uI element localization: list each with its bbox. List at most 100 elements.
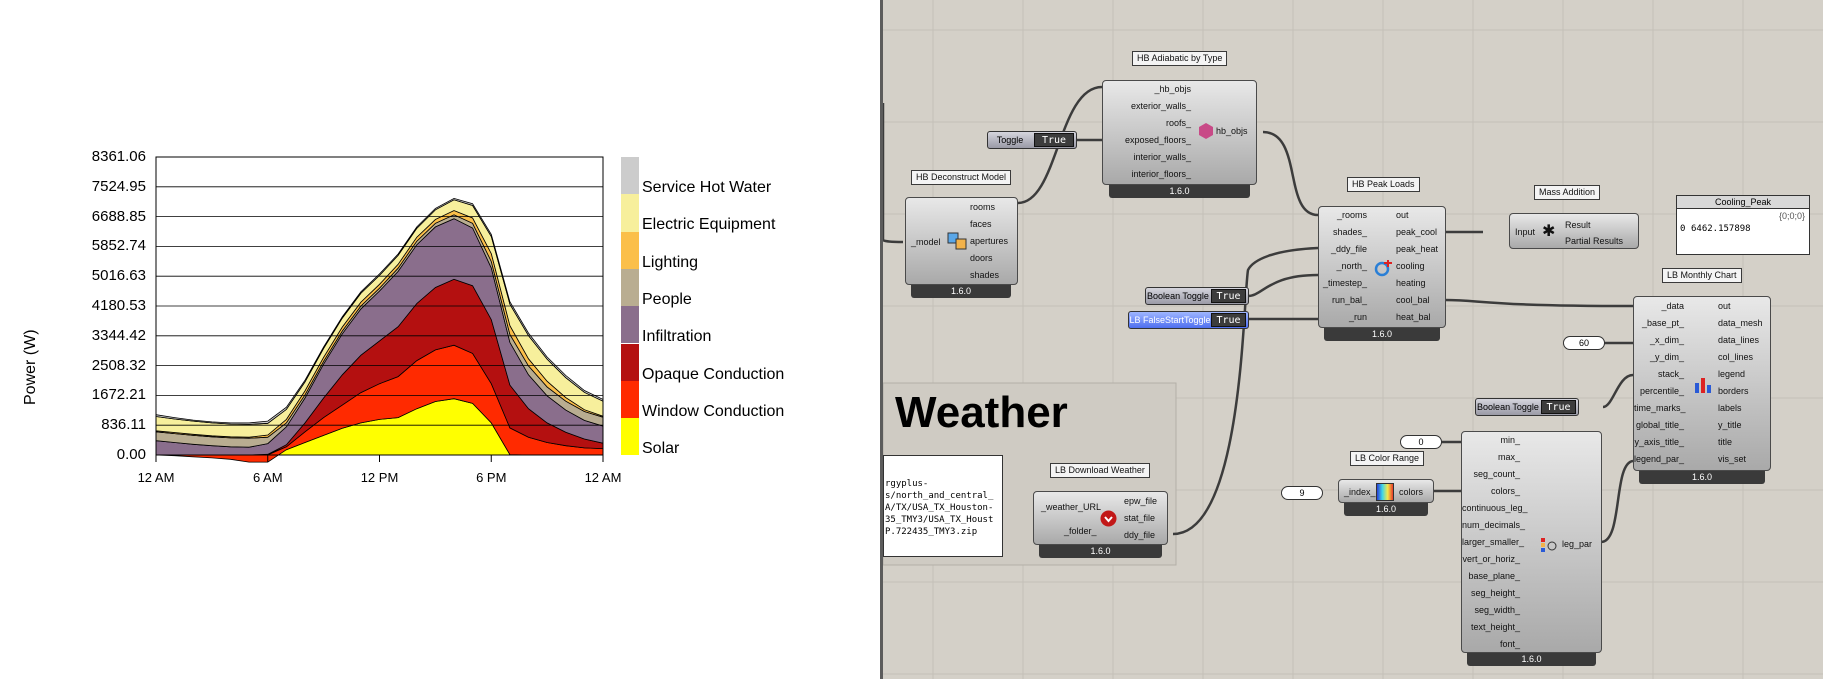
- weather-url-panel[interactable]: rgyplus-s/north_and_central_A/TX/USA_TX_…: [883, 455, 1003, 557]
- output-result[interactable]: Result: [1565, 220, 1591, 230]
- output-ddy-file[interactable]: ddy_file: [1124, 530, 1156, 540]
- input-text-height[interactable]: text_height_: [1470, 622, 1520, 632]
- output-faces[interactable]: faces: [970, 219, 992, 229]
- input-exterior-walls[interactable]: exterior_walls_: [1130, 101, 1191, 111]
- output-leg-par[interactable]: leg_par: [1562, 539, 1593, 549]
- input-weather-url[interactable]: _weather_URL: [1041, 502, 1102, 512]
- cooling-peak-panel[interactable]: Cooling_Peak {0;0;0} 0 6462.157898: [1676, 195, 1810, 255]
- input-x-dim[interactable]: _x_dim_: [1649, 335, 1684, 345]
- output-shades[interactable]: shades: [970, 270, 1000, 280]
- input-continuous-leg[interactable]: continuous_leg_: [1462, 503, 1528, 513]
- viewport-divider[interactable]: [880, 0, 883, 679]
- toggle-value[interactable]: True: [1211, 313, 1246, 327]
- input-exposed-floors[interactable]: exposed_floors_: [1124, 135, 1191, 145]
- output-peak-cool[interactable]: peak_cool: [1396, 227, 1438, 237]
- input-base-plane[interactable]: base_plane_: [1468, 571, 1520, 581]
- input-timestep[interactable]: _timestep_: [1322, 278, 1367, 288]
- output-data-mesh[interactable]: data_mesh: [1718, 318, 1763, 328]
- output-labels[interactable]: labels: [1718, 403, 1742, 413]
- input-run-bal[interactable]: run_bal_: [1331, 295, 1367, 305]
- input-max[interactable]: max_: [1497, 452, 1520, 462]
- y-tick-label: 4180.53: [91, 297, 146, 314]
- output-apertures[interactable]: apertures: [970, 236, 1009, 246]
- input-north[interactable]: _north_: [1336, 261, 1367, 271]
- output-heating[interactable]: heating: [1396, 278, 1426, 288]
- output-colors[interactable]: colors: [1399, 487, 1424, 497]
- boolean-toggle-2[interactable]: Boolean Toggle True: [1475, 398, 1579, 416]
- input-y-dim[interactable]: _y_dim_: [1649, 352, 1684, 362]
- input-ddy-file[interactable]: _ddy_file: [1330, 244, 1367, 254]
- input-rooms[interactable]: _rooms: [1336, 210, 1367, 220]
- lb-download-weather-component[interactable]: _weather_URL _folder_ epw_file stat_file…: [1033, 491, 1168, 545]
- input-roofs[interactable]: roofs_: [1165, 118, 1191, 128]
- output-rooms[interactable]: rooms: [970, 202, 996, 212]
- legend-parameters-component[interactable]: min_ max_ seg_count_ colors_ continuous_leg_…: [1461, 431, 1602, 653]
- x-dim-value-box[interactable]: 60: [1563, 336, 1605, 350]
- output-borders[interactable]: borders: [1718, 386, 1749, 396]
- input-larger-smaller[interactable]: larger_smaller_: [1462, 537, 1525, 547]
- toggle-main[interactable]: Toggle True: [987, 131, 1077, 149]
- x-tick-label: 6 PM: [476, 470, 507, 485]
- input-interior-walls[interactable]: interior_walls_: [1133, 152, 1191, 162]
- input-shades[interactable]: shades_: [1332, 227, 1367, 237]
- output-title[interactable]: title: [1718, 437, 1733, 447]
- output-out[interactable]: out: [1396, 210, 1409, 220]
- output-col-lines[interactable]: col_lines: [1718, 352, 1754, 362]
- input-base-pt[interactable]: _base_pt_: [1641, 318, 1684, 328]
- input-run[interactable]: _run: [1348, 312, 1367, 322]
- output-out[interactable]: out: [1718, 301, 1731, 311]
- input-folder[interactable]: _folder_: [1064, 526, 1097, 536]
- input-seg-width[interactable]: seg_width_: [1474, 605, 1520, 615]
- output-data-lines[interactable]: data_lines: [1718, 335, 1760, 345]
- output-doors[interactable]: doors: [970, 253, 993, 263]
- input-stack[interactable]: stack_: [1657, 369, 1684, 379]
- input-global-title[interactable]: global_title_: [1635, 420, 1684, 430]
- input-y-axis-title[interactable]: y_axis_title_: [1634, 437, 1684, 447]
- toggle-value[interactable]: True: [1211, 289, 1246, 303]
- legend-min-value-box[interactable]: 0: [1400, 435, 1442, 449]
- output-peak-heat[interactable]: peak_heat: [1396, 244, 1439, 254]
- toggle-value[interactable]: True: [1541, 400, 1576, 414]
- input-interior-floors[interactable]: interior_floors_: [1131, 169, 1191, 179]
- output-cooling[interactable]: cooling: [1396, 261, 1425, 271]
- output-hb-objs[interactable]: hb_objs: [1216, 126, 1248, 136]
- output-cool-bal[interactable]: cool_bal: [1396, 295, 1430, 305]
- input-vert-or-horiz[interactable]: vert_or_horiz_: [1462, 554, 1520, 564]
- toggle-value[interactable]: True: [1034, 133, 1074, 147]
- input-percentile[interactable]: percentile_: [1639, 386, 1684, 396]
- input-min[interactable]: min_: [1500, 435, 1520, 445]
- output-legend[interactable]: legend: [1718, 369, 1746, 379]
- input-model[interactable]: _model: [911, 237, 941, 247]
- color-index-value-box[interactable]: 9: [1281, 486, 1323, 500]
- lb-color-range-title: LB Color Range: [1350, 451, 1425, 466]
- hb-adiabatic-component[interactable]: _hb_objs exterior_walls_ roofs_ exposed_flo…: [1102, 80, 1257, 185]
- input-legend-par[interactable]: legend_par_: [1634, 454, 1685, 464]
- output-vis-set[interactable]: vis_set: [1718, 454, 1747, 464]
- input-data[interactable]: _data: [1661, 301, 1684, 311]
- input-index[interactable]: _index_: [1344, 487, 1376, 497]
- boolean-toggle-1[interactable]: Boolean Toggle True: [1145, 287, 1249, 305]
- legend-swatch: [621, 343, 639, 381]
- output-partial-results[interactable]: Partial Results: [1565, 236, 1624, 246]
- output-epw-file[interactable]: epw_file: [1124, 496, 1158, 506]
- input-num-decimals[interactable]: num_decimals_: [1462, 520, 1526, 530]
- lb-false-start-toggle[interactable]: LB FalseStartToggle True: [1128, 311, 1249, 329]
- download-icon: [1100, 510, 1117, 527]
- hb-deconstruct-component[interactable]: _model rooms faces apertures doors shades: [905, 197, 1018, 285]
- lb-monthly-chart-component[interactable]: _data _base_pt_ _x_dim_ _y_dim_ stack_percen…: [1633, 296, 1771, 471]
- output-stat-file[interactable]: stat_file: [1124, 513, 1156, 523]
- legend-label: Lighting: [642, 253, 699, 271]
- input-time-marks[interactable]: time_marks_: [1634, 403, 1686, 413]
- input-input[interactable]: Input: [1515, 227, 1536, 237]
- output-heat-bal[interactable]: heat_bal: [1396, 312, 1431, 322]
- input-font[interactable]: font_: [1499, 639, 1520, 649]
- input-seg-count[interactable]: seg_count_: [1473, 469, 1520, 479]
- input-seg-height[interactable]: seg_height_: [1470, 588, 1520, 598]
- output-y-title[interactable]: y_title: [1718, 420, 1742, 430]
- lb-color-range-component[interactable]: _index_ colors: [1338, 479, 1434, 503]
- input-hb-objs[interactable]: _hb_objs: [1154, 84, 1191, 94]
- input-colors[interactable]: colors_: [1490, 486, 1520, 496]
- hb-peak-loads-component[interactable]: _rooms shades_ _ddy_file _north_ _timestep_r…: [1318, 206, 1446, 328]
- mass-addition-component[interactable]: Input ✱ Result Partial Results: [1509, 213, 1639, 249]
